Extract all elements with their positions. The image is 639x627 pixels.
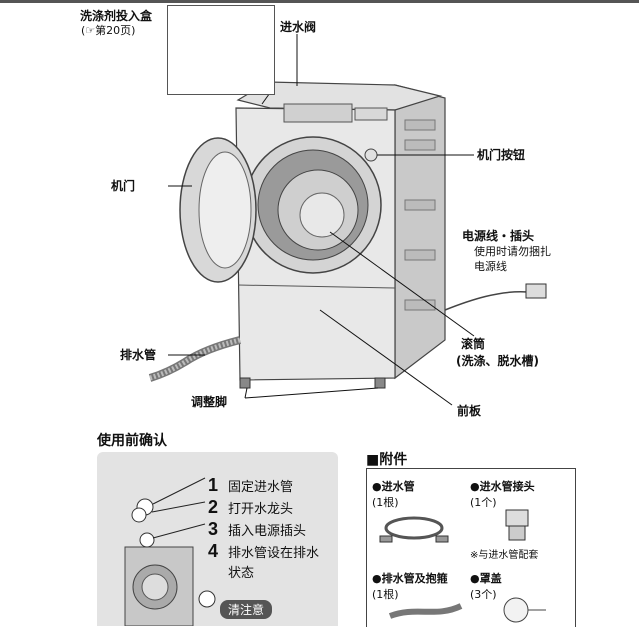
accessory-qty: (1个) xyxy=(470,496,497,509)
step-2: 2 打开水龙头 xyxy=(208,496,319,518)
label-adjust-feet: 调整脚 xyxy=(191,395,228,409)
label-drum: 滚筒 xyxy=(461,337,486,351)
accessories-illustrations xyxy=(379,509,546,623)
step-number: 4 xyxy=(208,540,219,561)
label-power-cord: 电源线・插头 xyxy=(462,229,535,243)
washing-machine-illustration xyxy=(148,11,547,406)
accessories-box xyxy=(366,468,576,627)
before-use-steps: 1 固定进水管 2 打开水龙头 3 插入电源插头 4 排水管设在排水 状态 xyxy=(208,474,319,582)
label-detergent-ref: (☞第20页) xyxy=(81,24,136,37)
label-power-note-1: 使用时请勿捆扎 xyxy=(474,245,551,258)
step-number: 2 xyxy=(208,496,219,517)
step-4: 4 排水管设在排水 xyxy=(208,540,319,562)
accessory-name: ●排水管及抱箍 xyxy=(372,572,448,585)
label-door: 机门 xyxy=(111,179,136,193)
step-text: 插入电源插头 xyxy=(228,523,307,539)
accessory-cover: ●罩盖 (3个) xyxy=(470,570,502,602)
top-rule xyxy=(0,0,639,3)
step-text: 打开水龙头 xyxy=(228,501,294,517)
note-badge: 清注意 xyxy=(220,600,273,619)
accessories-title: ■附件 xyxy=(366,452,408,468)
accessory-qty: (1根) xyxy=(372,588,399,601)
accessory-inlet-connector: ●进水管接头 (1个) xyxy=(470,478,535,510)
label-power-note-2: 电源线 xyxy=(474,260,507,273)
accessory-name: ●罩盖 xyxy=(470,572,502,585)
accessory-inlet-hose: ●进水管 (1根) xyxy=(372,478,415,510)
accessory-qty: (1根) xyxy=(372,496,399,509)
step-text: 固定进水管 xyxy=(228,479,294,495)
step-number: 1 xyxy=(208,474,219,495)
step-1: 1 固定进水管 xyxy=(208,474,319,496)
accessory-name: ●进水管接头 xyxy=(470,480,535,493)
step-text: 排水管设在排水 xyxy=(228,545,320,561)
step-number: 3 xyxy=(208,518,219,539)
accessory-connector-note: ※与进水管配套 xyxy=(470,550,539,561)
accessory-drain-hose: ●排水管及抱箍 (1根) xyxy=(372,570,448,602)
step-4-continued: 状态 xyxy=(228,566,255,581)
label-inlet-valve: 进水阀 xyxy=(280,20,317,34)
step-3: 3 插入电源插头 xyxy=(208,518,319,540)
accessory-name: ●进水管 xyxy=(372,480,415,493)
before-use-title: 使用前确认 xyxy=(97,433,167,449)
detergent-box-inset xyxy=(167,5,275,95)
accessory-qty: (3个) xyxy=(470,588,497,601)
label-drain-hose: 排水管 xyxy=(120,348,157,362)
label-detergent-box: 洗涤剂投入盒 xyxy=(80,9,153,23)
label-drum-sub: (洗涤、脱水槽) xyxy=(456,354,539,368)
before-use-illustration xyxy=(124,477,216,626)
label-front-panel: 前板 xyxy=(457,404,482,418)
label-door-button: 机门按钮 xyxy=(477,148,526,162)
